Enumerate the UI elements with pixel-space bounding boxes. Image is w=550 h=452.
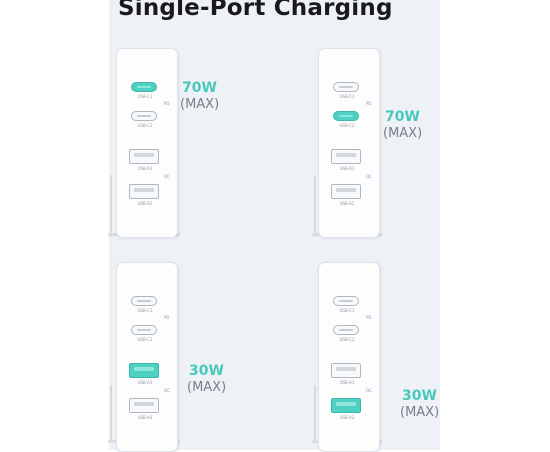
pd-label: PD xyxy=(164,101,170,106)
port-label: USB-C2 xyxy=(137,337,153,342)
charger: USB-C1 PD USB-C2 USB-A1 QC USB-A2 xyxy=(116,48,178,238)
charger: USB-C1 PD USB-C2 USB-A1 QC USB-A2 xyxy=(116,262,178,452)
stand-left xyxy=(110,175,112,237)
charger: USB-C1 PD USB-C2 USB-A1 QC USB-A2 xyxy=(318,48,380,238)
wattage-label: 30W xyxy=(402,388,437,404)
pd-label: PD xyxy=(366,315,372,320)
port-label: USB-C1 xyxy=(339,308,355,313)
usb-c2-port xyxy=(333,325,359,335)
usb-c2-port xyxy=(333,111,359,121)
port-label: USB-C1 xyxy=(137,94,153,99)
usb-c1-port xyxy=(333,296,359,306)
max-label: (MAX) xyxy=(180,97,220,112)
wattage-label: 70W xyxy=(182,80,217,96)
usb-a1-port xyxy=(129,149,159,164)
port-label: USB-A2 xyxy=(339,415,355,420)
wattage-label: 30W xyxy=(189,363,224,379)
usb-c1-port xyxy=(131,296,157,306)
usb-a1-port xyxy=(331,363,361,378)
max-label: (MAX) xyxy=(383,126,423,141)
usb-c2-port xyxy=(131,111,157,121)
usb-a2-port xyxy=(129,184,159,199)
usb-c1-port xyxy=(333,82,359,92)
stand-left xyxy=(110,385,112,443)
usb-a1-port xyxy=(129,363,159,378)
pd-label: PD xyxy=(164,315,170,320)
usb-a2-port xyxy=(331,184,361,199)
port-label: USB-A1 xyxy=(339,380,355,385)
charger: USB-C1 PD USB-C2 USB-A1 QC USB-A2 xyxy=(318,262,380,452)
usb-a1-port xyxy=(331,149,361,164)
usb-a2-port xyxy=(129,398,159,413)
port-label: USB-C2 xyxy=(137,123,153,128)
qc-label: QC xyxy=(164,388,170,393)
qc-label: QC xyxy=(164,174,170,179)
usb-c1-port xyxy=(131,82,157,92)
pd-label: PD xyxy=(366,101,372,106)
page-title: Single-Port Charging xyxy=(118,0,393,21)
max-label: (MAX) xyxy=(400,405,440,420)
port-label: USB-A1 xyxy=(137,166,153,171)
qc-label: QC xyxy=(366,174,372,179)
usb-a2-port xyxy=(331,398,361,413)
port-label: USB-C2 xyxy=(339,123,355,128)
port-label: USB-A2 xyxy=(137,415,153,420)
qc-label: QC xyxy=(366,388,372,393)
port-label: USB-C1 xyxy=(137,308,153,313)
port-label: USB-C2 xyxy=(339,337,355,342)
port-label: USB-A2 xyxy=(339,201,355,206)
stand-left xyxy=(314,175,316,237)
max-label: (MAX) xyxy=(187,380,227,395)
stand-left xyxy=(314,385,316,443)
port-label: USB-A1 xyxy=(339,166,355,171)
usb-c2-port xyxy=(131,325,157,335)
port-label: USB-C1 xyxy=(339,94,355,99)
port-label: USB-A1 xyxy=(137,380,153,385)
wattage-label: 70W xyxy=(385,109,420,125)
port-label: USB-A2 xyxy=(137,201,153,206)
